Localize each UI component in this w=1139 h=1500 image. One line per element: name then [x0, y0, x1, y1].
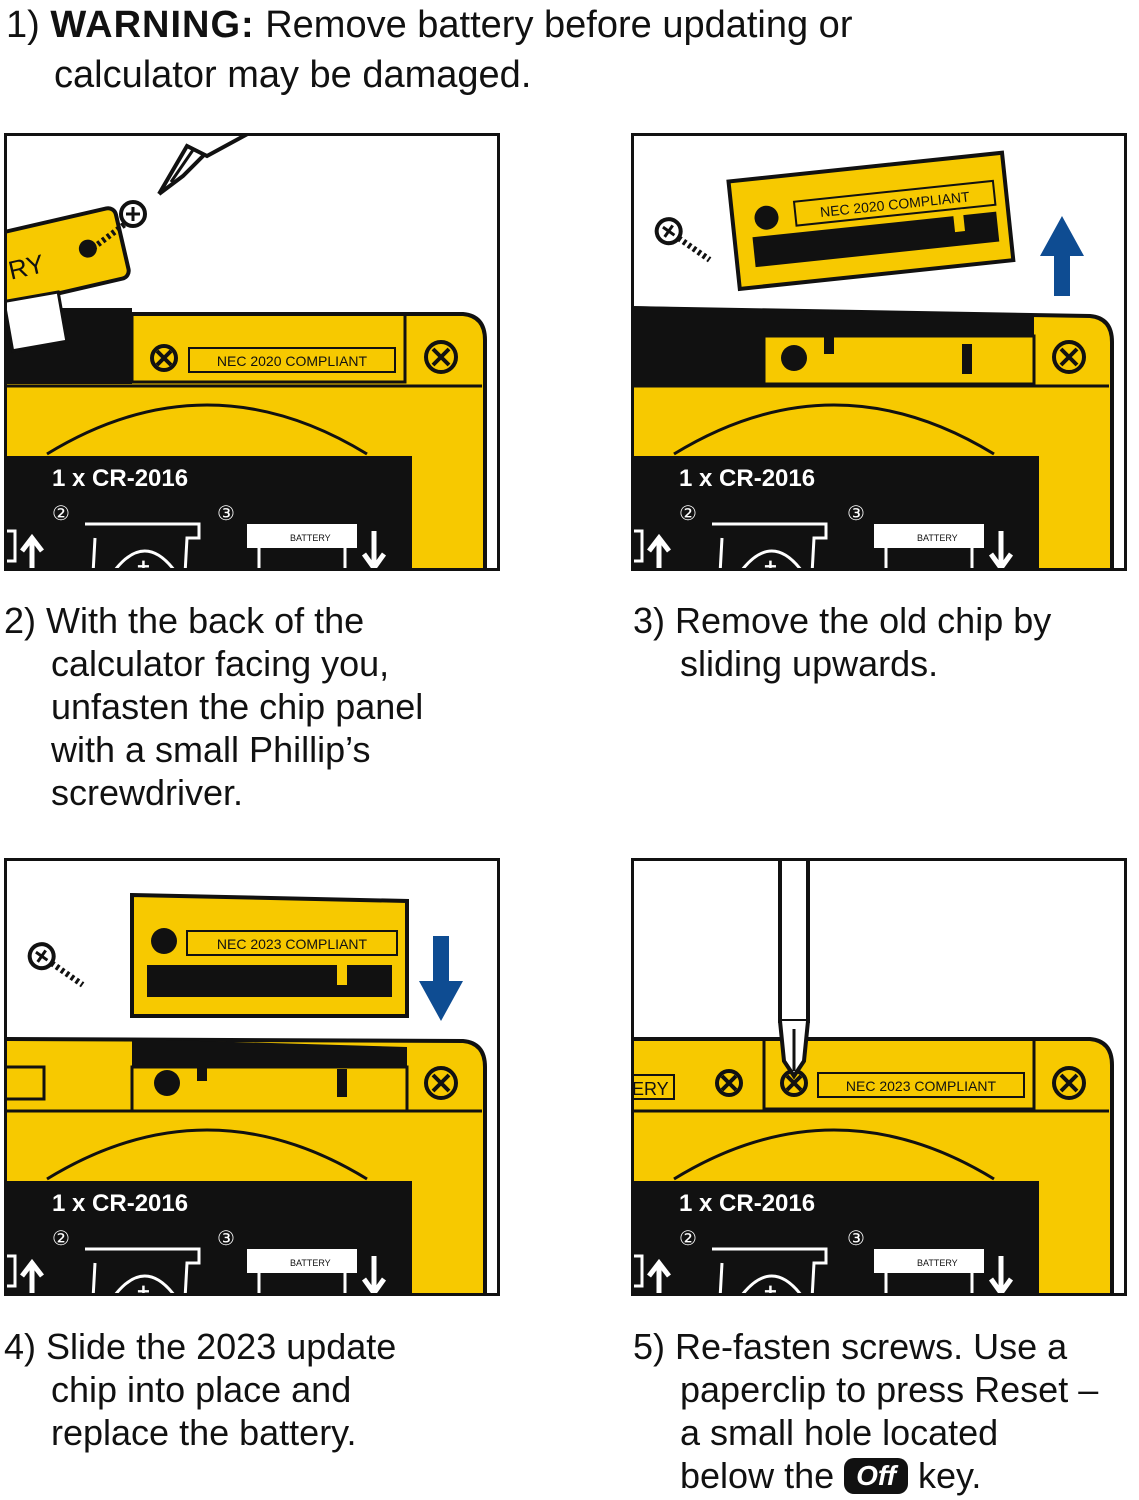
- step-5-text: 5) Re-fasten screws. Use a paperclip to …: [633, 1325, 1098, 1497]
- circle-3: ③: [217, 503, 235, 525]
- screw-icon: [424, 340, 458, 374]
- step-3-line: Remove the old chip by: [675, 600, 1052, 641]
- step-2-line: With the back of the: [46, 600, 365, 641]
- step-2-line: screwdriver.: [51, 772, 244, 813]
- warning-label: WARNING:: [50, 4, 255, 46]
- circle-2: ②: [679, 1228, 697, 1250]
- battery-label: BATTERY: [290, 533, 331, 543]
- step-5-line: key.: [918, 1455, 982, 1496]
- battery-spec: 1 x CR-2016: [679, 1190, 815, 1217]
- screwdriver-icon: [778, 861, 810, 1080]
- battery-label: BATTERY: [290, 1258, 331, 1268]
- old-chip-panel: NEC 2020 COMPLIANT: [726, 150, 1016, 292]
- step-2-text: 2) With the back of the calculator facin…: [4, 599, 423, 814]
- battery-spec: 1 x CR-2016: [52, 465, 188, 492]
- illustration-step-3: NEC 2020 COMPLIANT 1 x CR-2016 ② ③ + BAT…: [631, 133, 1127, 571]
- screw-icon: [780, 1069, 808, 1097]
- circle-3: ③: [217, 1228, 235, 1250]
- plus-sign: +: [137, 1279, 150, 1296]
- loose-screw-icon: [654, 217, 712, 263]
- circle-2: ②: [52, 503, 70, 525]
- battery-label: BATTERY: [917, 1258, 958, 1268]
- warning-text-line-1: Remove battery before updating or: [265, 4, 853, 46]
- plus-sign: +: [764, 1279, 777, 1296]
- step-2-line: calculator facing you,: [51, 643, 390, 684]
- loose-screw-icon: [91, 200, 147, 251]
- screw-icon: [1052, 1066, 1086, 1100]
- screw-icon: [715, 1069, 743, 1097]
- step-1-warning: 1) WARNING: Remove battery before updati…: [6, 0, 852, 100]
- step-1-number: 1): [6, 4, 40, 46]
- circle-2: ②: [679, 503, 697, 525]
- step-5-line: paperclip to press Reset –: [680, 1369, 1099, 1410]
- step-4-line: replace the battery.: [51, 1412, 357, 1453]
- off-key-icon: Off: [844, 1458, 909, 1494]
- nec-label: NEC 2023 COMPLIANT: [217, 936, 368, 952]
- plus-sign: +: [137, 554, 150, 571]
- step-5-number: 5): [633, 1326, 666, 1367]
- new-chip-panel: NEC 2023 COMPLIANT: [130, 892, 409, 1018]
- step-2-number: 2): [4, 600, 37, 641]
- arrow-up-icon: [1040, 216, 1084, 296]
- loose-screw-icon: [27, 942, 85, 988]
- nec-label: NEC 2020 COMPLIANT: [217, 353, 368, 369]
- arrow-down-icon: [419, 936, 463, 1021]
- step-5-line: a small hole located: [680, 1412, 999, 1453]
- step-3-line: sliding upwards.: [680, 643, 939, 684]
- step-2-line: with a small Phillip’s: [51, 729, 371, 770]
- step-4-line: Slide the 2023 update: [46, 1326, 397, 1367]
- screw-icon: [424, 1066, 458, 1100]
- battery-label: BATTERY: [917, 533, 958, 543]
- illustration-step-4: NEC 2023 COMPLIANT 1 x CR-2016 ② ③ + BAT…: [4, 858, 500, 1296]
- screw-icon: [150, 344, 178, 372]
- battery-spec: 1 x CR-2016: [52, 1190, 188, 1217]
- illustration-step-5: ERY NEC 2023 COMPLIANT 1 x CR-2016 ② ③: [631, 858, 1127, 1296]
- step-4-line: chip into place and: [51, 1369, 352, 1410]
- step-3-number: 3): [633, 600, 666, 641]
- step-5-line: below the: [680, 1455, 835, 1496]
- screwdriver-icon: [157, 136, 248, 196]
- battery-spec: 1 x CR-2016: [679, 465, 815, 492]
- circle-3: ③: [847, 1228, 865, 1250]
- circle-3: ③: [847, 503, 865, 525]
- warning-text-line-2: calculator may be damaged.: [54, 54, 532, 96]
- screw-icon: [1052, 340, 1086, 374]
- circle-2: ②: [52, 1228, 70, 1250]
- step-4-text: 4) Slide the 2023 update chip into place…: [4, 1325, 396, 1454]
- step-3-text: 3) Remove the old chip by sliding upward…: [633, 599, 1051, 685]
- chip-label-cut: ERY: [634, 1079, 669, 1099]
- plus-sign: +: [764, 554, 777, 571]
- nec-label: NEC 2023 COMPLIANT: [846, 1078, 997, 1094]
- step-2-line: unfasten the chip panel: [51, 686, 424, 727]
- step-5-line: Re-fasten screws. Use a: [675, 1326, 1068, 1367]
- step-4-number: 4): [4, 1326, 37, 1367]
- illustration-step-2: NEC 2020 COMPLIANT RY 1 x CR-2016 ② ③ +: [4, 133, 500, 571]
